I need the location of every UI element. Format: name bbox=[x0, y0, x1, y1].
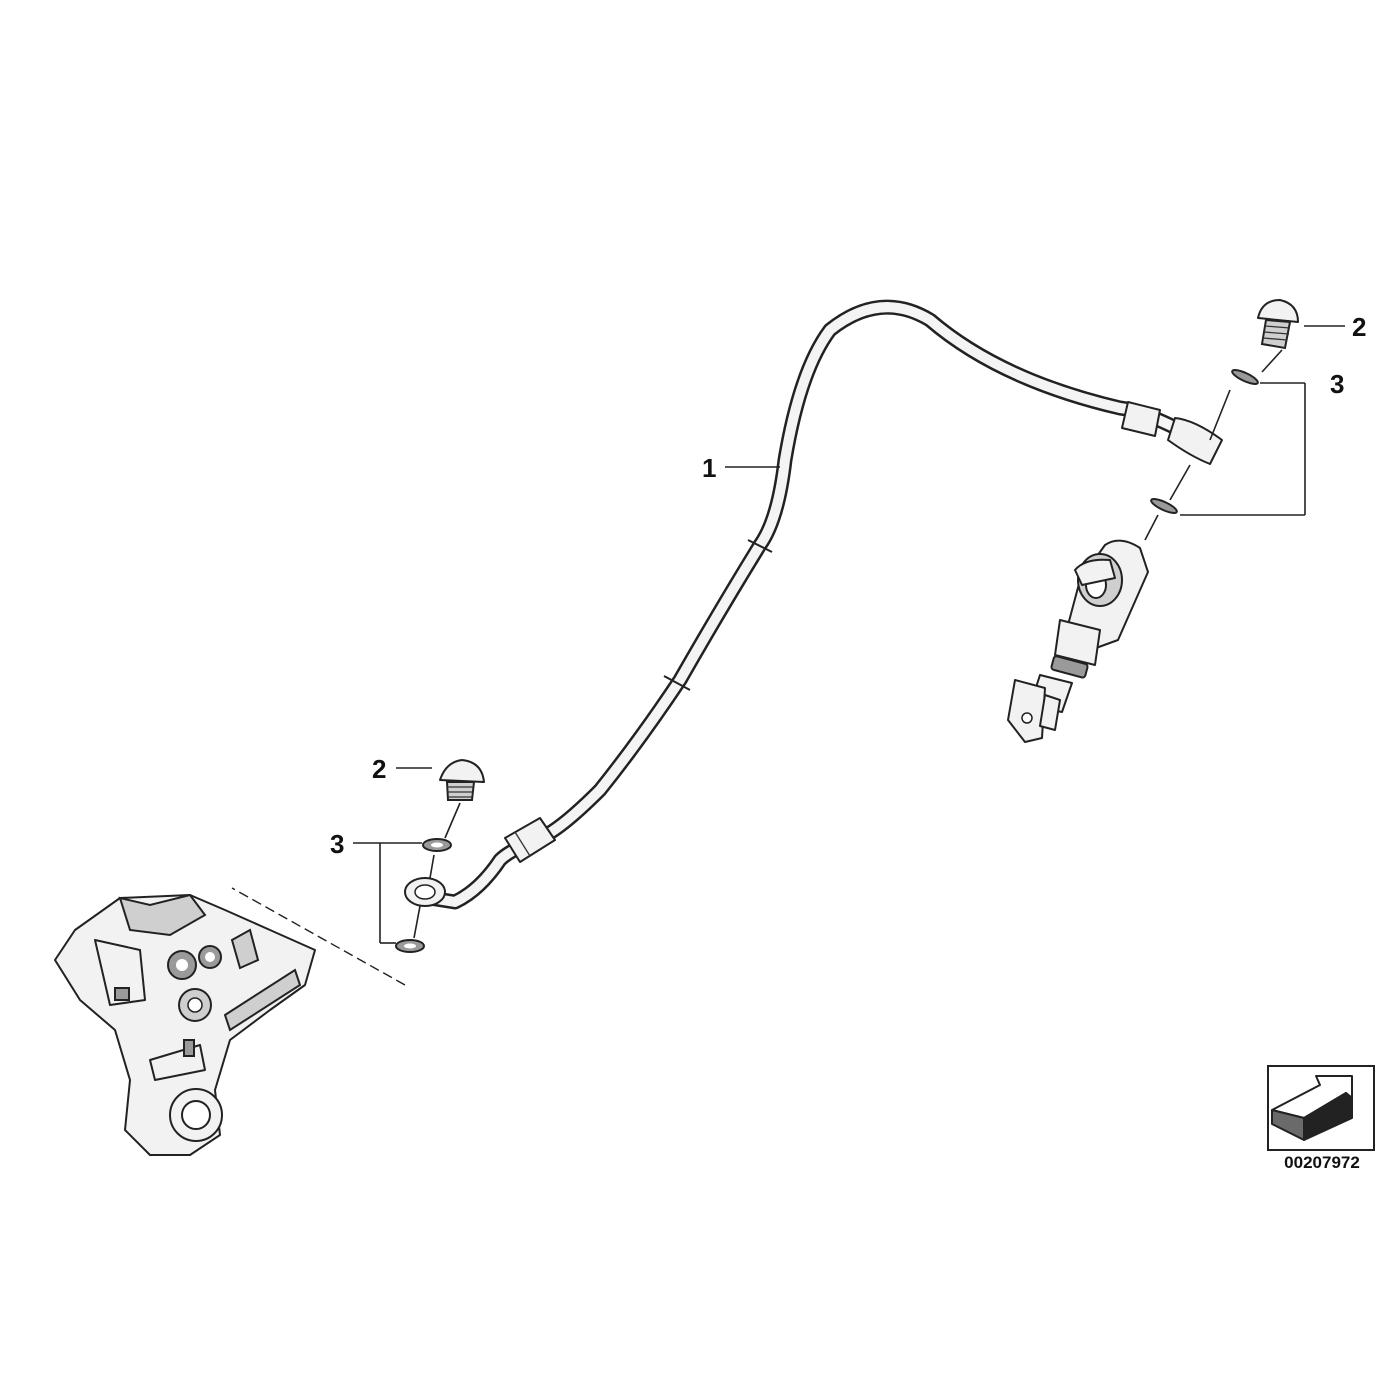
navigation-arrow-icon[interactable] bbox=[1267, 1065, 1375, 1151]
brake-master-cylinder bbox=[1007, 539, 1149, 743]
callout-seal-ring-lower: 3 bbox=[330, 829, 344, 859]
drawing-number: 00207972 bbox=[1284, 1153, 1360, 1172]
banjo-bolt-lower bbox=[439, 759, 485, 801]
seal-rings-lower bbox=[395, 838, 452, 953]
callout-banjo-bolt-upper: 2 bbox=[1352, 312, 1366, 342]
callout-seal-ring-upper: 3 bbox=[1330, 369, 1344, 399]
seal-rings-upper bbox=[1150, 369, 1259, 514]
alignment-lines bbox=[231, 349, 1283, 986]
callout-leaders bbox=[353, 325, 1345, 944]
brake-caliper bbox=[54, 893, 316, 1156]
callout-banjo-bolt-lower: 2 bbox=[372, 754, 386, 784]
callout-hose: 1 bbox=[702, 453, 716, 483]
banjo-bolt-upper bbox=[1257, 299, 1299, 350]
brake-hose bbox=[404, 299, 1223, 910]
